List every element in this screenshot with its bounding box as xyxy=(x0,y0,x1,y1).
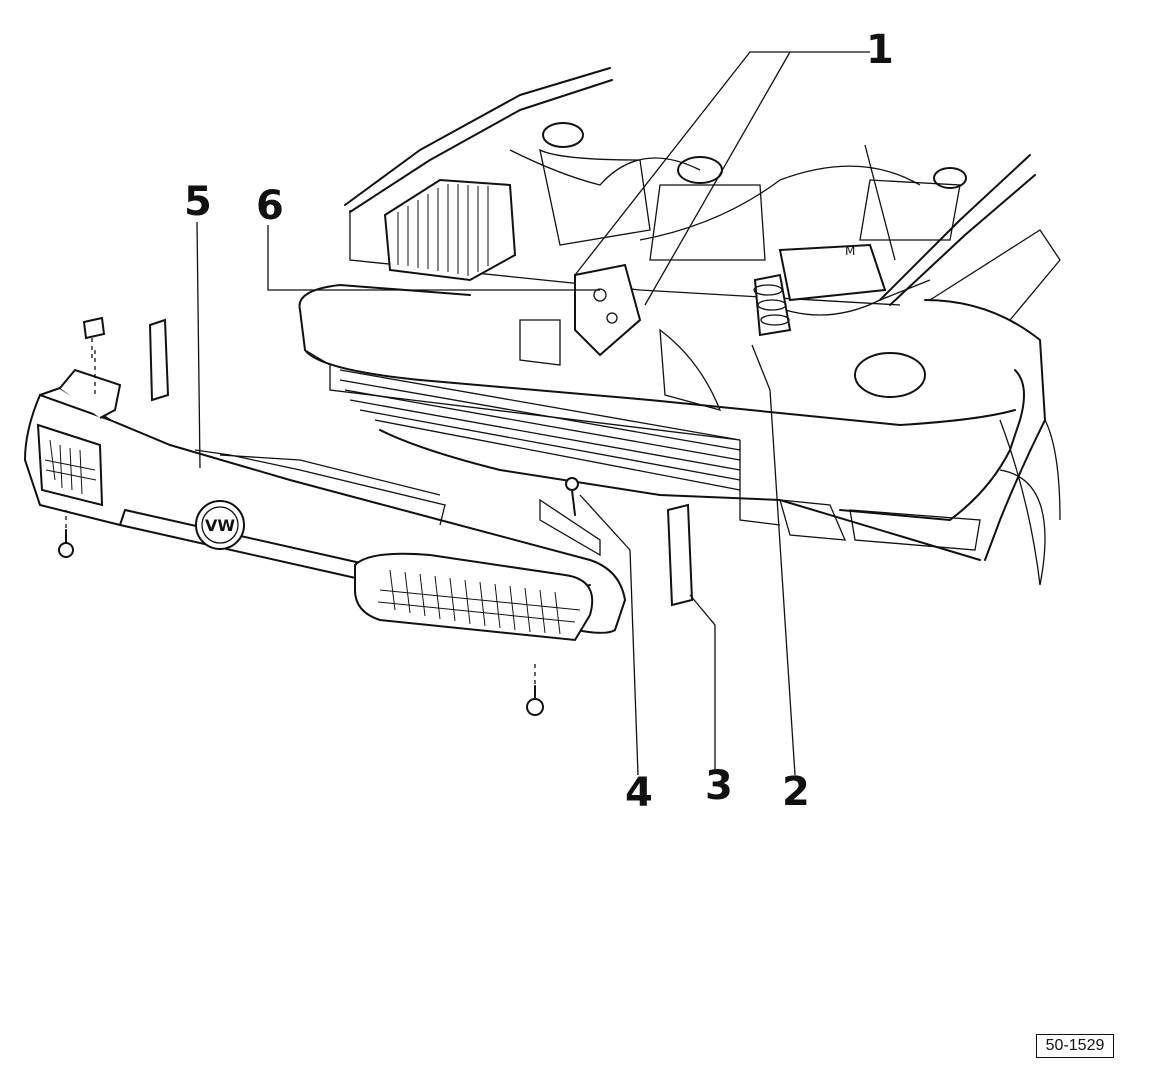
front-spoiler-assembly: VW xyxy=(23,350,627,642)
engine-bay: M xyxy=(383,122,967,411)
leader-lines xyxy=(196,51,896,776)
reference-number: 50-1529 xyxy=(1036,1034,1114,1058)
fasteners xyxy=(58,316,694,716)
car-body xyxy=(344,67,1061,586)
callout-1: 1 xyxy=(866,27,894,73)
callout-2: 2 xyxy=(782,769,810,815)
callout-6: 6 xyxy=(256,183,284,229)
callout-4: 4 xyxy=(625,770,653,816)
callout-3: 3 xyxy=(705,763,733,809)
vw-emblem: VW xyxy=(205,516,235,535)
car-front-bumper xyxy=(298,284,1061,586)
svg-text:M: M xyxy=(845,244,855,258)
callout-5: 5 xyxy=(184,179,212,225)
